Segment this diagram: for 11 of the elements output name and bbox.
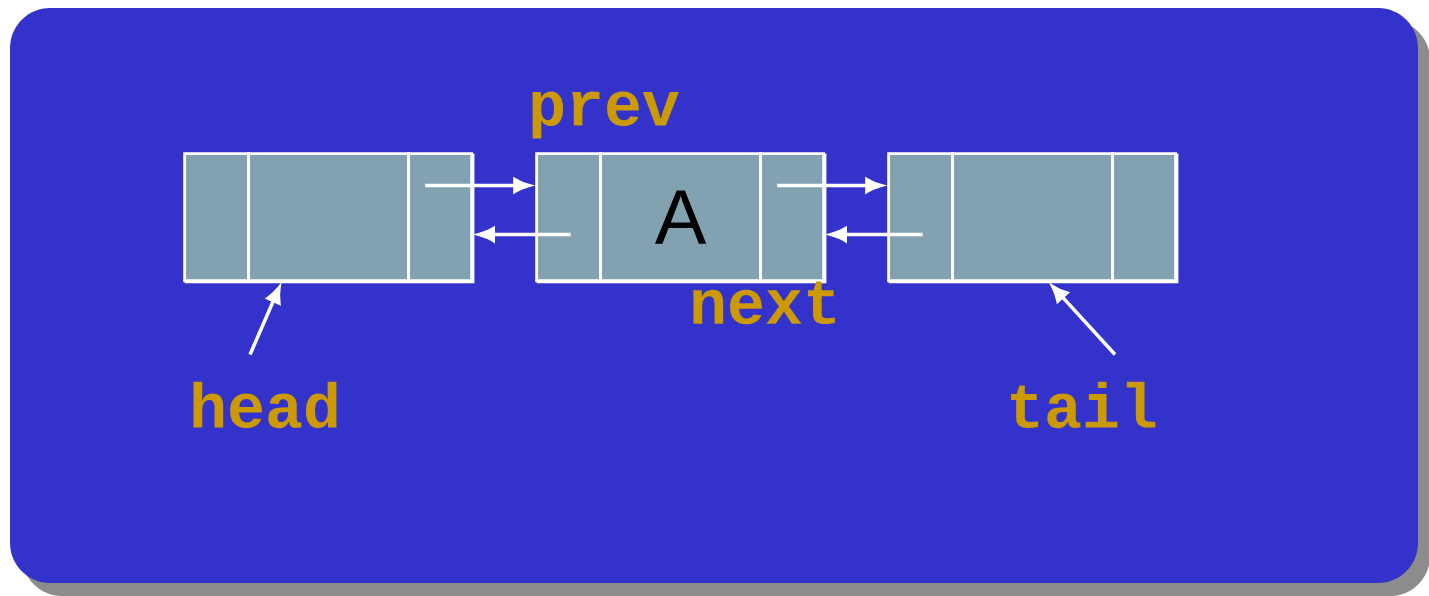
arrow bbox=[1051, 285, 1117, 356]
pointer-field bbox=[183, 152, 250, 282]
pointer-label: tail bbox=[1011, 381, 1156, 429]
pointer-field bbox=[887, 152, 954, 282]
pointer-field bbox=[1111, 152, 1177, 282]
field-label: prev bbox=[532, 91, 679, 139]
pointer-field bbox=[407, 152, 473, 282]
field-label: next bbox=[693, 281, 835, 325]
pointer-label: head bbox=[193, 381, 337, 429]
pointer-field bbox=[535, 152, 602, 282]
pointer-field bbox=[759, 152, 825, 282]
